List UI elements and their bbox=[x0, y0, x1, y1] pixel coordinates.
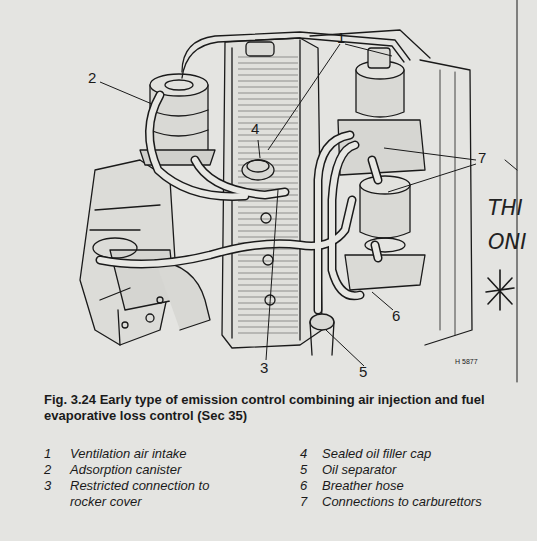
callout-number: 4 bbox=[251, 121, 259, 136]
hose bbox=[372, 160, 378, 180]
hose bbox=[372, 160, 378, 180]
hose bbox=[149, 95, 245, 196]
hose bbox=[195, 160, 285, 195]
key-number: 2 bbox=[44, 462, 51, 478]
key-text: Breather hose bbox=[322, 478, 404, 494]
hose bbox=[375, 245, 378, 258]
key-number: 1 bbox=[44, 446, 51, 462]
hose bbox=[100, 200, 352, 264]
callout-number: 5 bbox=[359, 364, 367, 379]
key-number: 3 bbox=[44, 478, 51, 494]
callout-number: 2 bbox=[88, 70, 96, 85]
hose bbox=[149, 95, 245, 196]
hose bbox=[100, 200, 352, 264]
callout-number: 7 bbox=[478, 150, 486, 165]
key-text: Connections to carburettors bbox=[322, 494, 482, 510]
key-number: 6 bbox=[300, 478, 307, 494]
key-text: Ventilation air intake bbox=[70, 446, 187, 462]
hose bbox=[195, 160, 285, 195]
key-text: Oil separator bbox=[322, 462, 396, 478]
figure-code: H 5877 bbox=[455, 358, 478, 365]
key-text: Adsorption canister bbox=[70, 462, 181, 478]
handwritten-note: THI bbox=[488, 196, 523, 220]
callout-number: 1 bbox=[337, 30, 345, 45]
callout-number: 3 bbox=[260, 360, 268, 375]
callout-number: 6 bbox=[392, 308, 400, 323]
key-number: 4 bbox=[300, 446, 307, 462]
figure-caption: Fig. 3.24 Early type of emission control… bbox=[44, 392, 514, 424]
key-number: 5 bbox=[300, 462, 307, 478]
key-number: 7 bbox=[300, 494, 307, 510]
key-text: Restricted connection to rocker cover bbox=[70, 478, 225, 510]
hose bbox=[375, 245, 378, 258]
key-text: Sealed oil filler cap bbox=[322, 446, 431, 462]
handwritten-note: ONI bbox=[488, 230, 526, 254]
